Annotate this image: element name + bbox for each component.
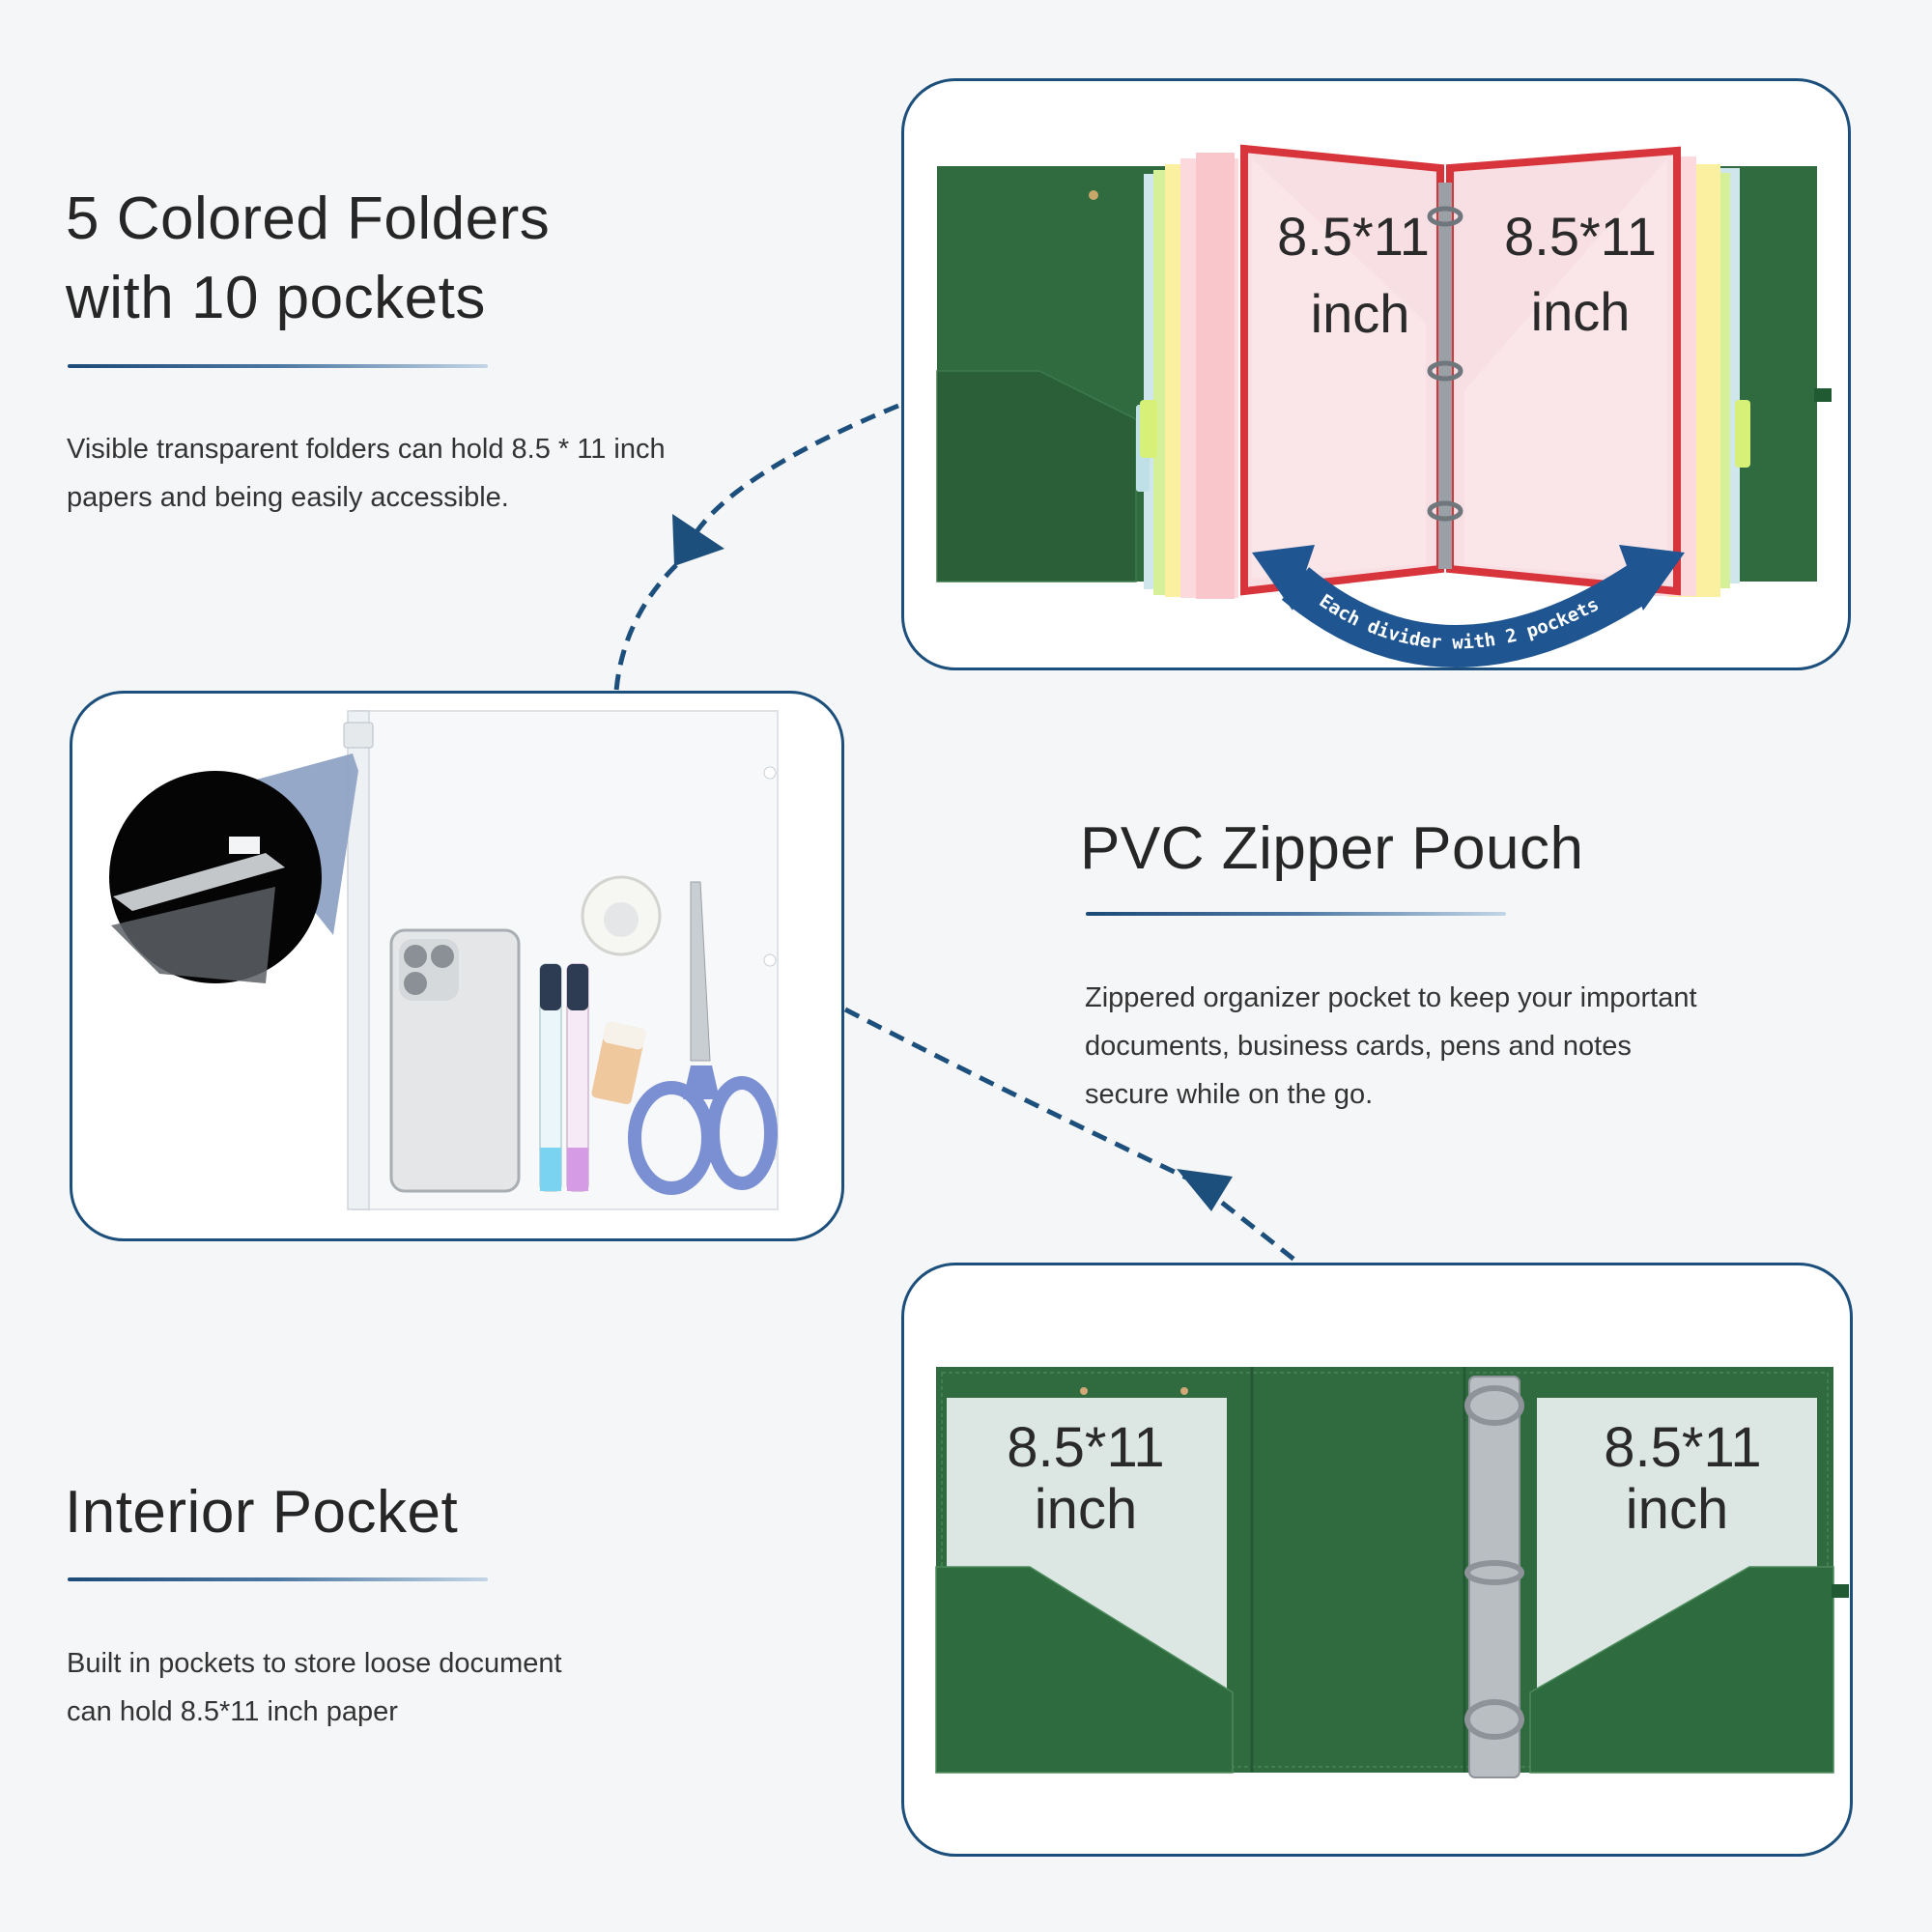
punch-hole: [763, 953, 777, 967]
interior-desc-line1: Built in pockets to store loose document: [67, 1648, 562, 1679]
folders-title-line2: with 10 pockets: [66, 265, 486, 331]
folders-title-rule: [68, 364, 488, 368]
binder-strap: [1832, 1584, 1849, 1598]
interior-description: Built in pockets to store loose document…: [67, 1639, 562, 1736]
pouch-title: PVC Zipper Pouch: [1080, 815, 1584, 882]
pouch-desc-line3: secure while on the go.: [1085, 1079, 1374, 1110]
binder-rings: [1464, 1376, 1524, 1778]
colored-folders-card: 8.5*11 inch 8.5*11 inch Each divider wit…: [901, 78, 1851, 670]
folder-size-left-1: 8.5*11: [1277, 206, 1430, 267]
interior-desc-line2: can hold 8.5*11 inch paper: [67, 1696, 398, 1727]
zipper-pouch-card: [70, 691, 844, 1241]
left-interior-pocket: [935, 1566, 1234, 1774]
punch-hole: [763, 766, 777, 780]
folders-description: Visible transparent folders can hold 8.5…: [67, 425, 666, 522]
interior-pocket-illustration: 8.5*11 inch 8.5*11 inch: [935, 1367, 1849, 1778]
pouch-desc-line1: Zippered organizer pocket to keep your i…: [1085, 982, 1697, 1013]
folder-size-right-2: inch: [1531, 281, 1631, 342]
snap-button: [1089, 190, 1098, 200]
scissors-icon: [628, 881, 778, 1195]
right-interior-pocket: [1529, 1566, 1834, 1774]
interior-pocket-card: 8.5*11 inch 8.5*11 inch: [901, 1263, 1853, 1857]
interior-title: Interior Pocket: [65, 1479, 459, 1546]
tape-roll-icon: [581, 875, 662, 956]
pocket-size-right-2: inch: [1626, 1478, 1728, 1541]
folders-desc-line2: papers and being easily accessible.: [67, 482, 509, 513]
pocket-size-left-2: inch: [1035, 1478, 1137, 1541]
pouch-title-rule: [1086, 912, 1506, 916]
pouch-description: Zippered organizer pocket to keep your i…: [1085, 974, 1697, 1119]
eraser-icon: [591, 1021, 646, 1105]
folders-title-line1: 5 Colored Folders: [66, 185, 551, 252]
zipper-track: [347, 710, 370, 1210]
pocket-size-left-1: 8.5*11: [1007, 1416, 1164, 1479]
dashed-arrow-to-interior: [843, 1007, 1301, 1265]
folders-desc-line1: Visible transparent folders can hold 8.5…: [67, 434, 666, 465]
binder-rings: [1427, 183, 1463, 569]
zipper-pouch-illustration: [109, 710, 779, 1210]
interior-title-rule: [68, 1577, 488, 1581]
pouch-desc-line2: documents, business cards, pens and note…: [1085, 1031, 1632, 1062]
binder-strap: [1814, 388, 1832, 402]
colored-folders-illustration: 8.5*11 inch 8.5*11 inch Each divider wit…: [936, 144, 1832, 668]
arrowhead-icon: [1177, 1169, 1233, 1211]
folder-size-left-2: inch: [1311, 283, 1410, 344]
pocket-size-right-1: 8.5*11: [1604, 1416, 1761, 1479]
left-divider-stack: [1136, 153, 1238, 599]
zipper-slider-icon: [343, 722, 374, 749]
binder-left-pocket: [936, 370, 1137, 582]
phone-icon: [389, 928, 521, 1193]
arrowhead-icon: [672, 514, 724, 566]
marker-pens-icon: [539, 963, 589, 1192]
folders-title: 5 Colored Folders with 10 pockets: [66, 180, 550, 338]
folder-size-right-1: 8.5*11: [1504, 206, 1657, 267]
dashed-arrow-to-pouch: [613, 403, 899, 692]
